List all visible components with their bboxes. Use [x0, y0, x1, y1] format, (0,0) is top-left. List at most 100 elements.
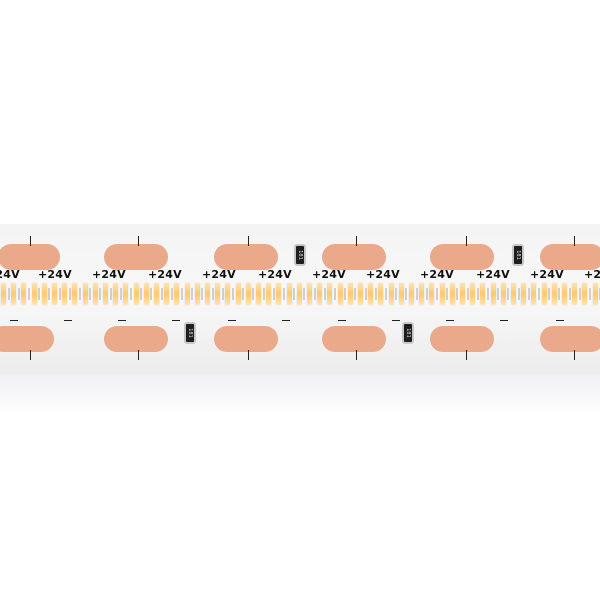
solder-pad-top	[430, 244, 494, 270]
led-separator	[109, 288, 112, 300]
led-chip	[163, 282, 171, 306]
led-separator	[456, 288, 459, 300]
resistor-marking: 181	[296, 250, 303, 260]
cut-mark	[574, 236, 575, 246]
led-separator	[497, 288, 500, 300]
led-chip	[183, 282, 191, 306]
smd-resistor: 181	[294, 244, 306, 266]
led-chip	[244, 282, 252, 306]
led-separator	[323, 288, 326, 300]
cut-mark	[248, 236, 249, 246]
led-separator	[48, 288, 51, 300]
minus-mark	[64, 320, 72, 321]
led-separator	[211, 288, 214, 300]
led-chip	[510, 282, 517, 306]
led-separator	[191, 288, 194, 300]
led-chip	[357, 282, 364, 306]
led-chip	[438, 282, 446, 306]
led-separator	[415, 288, 418, 300]
led-chip	[418, 282, 426, 306]
led-separator	[425, 288, 428, 300]
led-separator	[507, 288, 510, 300]
strip-shadow	[0, 374, 600, 414]
led-separator	[129, 288, 132, 300]
led-chip	[387, 282, 395, 306]
cut-mark	[138, 236, 139, 246]
led-separator	[38, 288, 41, 300]
led-chip	[204, 282, 211, 306]
led-separator	[89, 288, 92, 300]
led-separator	[303, 288, 306, 300]
led-chip	[132, 282, 140, 306]
led-chip	[142, 282, 150, 306]
led-chip	[499, 282, 507, 306]
led-chip	[255, 282, 262, 306]
led-separator	[446, 288, 449, 300]
led-chip	[326, 282, 334, 306]
cut-mark	[356, 236, 357, 246]
led-chip	[112, 282, 120, 306]
led-chip	[10, 282, 18, 306]
resistor-marking: 181	[186, 328, 193, 338]
led-chip	[459, 282, 466, 306]
minus-mark	[392, 320, 400, 321]
led-chip	[469, 282, 477, 306]
solder-pad-bottom	[104, 326, 168, 352]
led-separator	[293, 288, 296, 300]
led-chip	[61, 282, 69, 306]
solder-pad-top	[104, 244, 168, 270]
led-separator	[374, 288, 377, 300]
led-chip	[0, 282, 7, 306]
led-separator	[364, 288, 367, 300]
led-separator	[548, 288, 551, 300]
led-chip	[275, 282, 283, 306]
led-chip	[30, 282, 38, 306]
led-chip	[550, 282, 558, 306]
led-chip	[479, 282, 487, 306]
led-chip	[346, 282, 354, 306]
cut-mark	[466, 350, 467, 360]
led-separator	[201, 288, 204, 300]
led-separator	[150, 288, 153, 300]
led-separator	[395, 288, 398, 300]
led-chip	[336, 282, 344, 306]
led-chip	[448, 282, 456, 306]
led-separator	[27, 288, 30, 300]
led-separator	[568, 288, 571, 300]
led-chip	[428, 282, 436, 306]
led-separator	[160, 288, 163, 300]
led-separator	[282, 288, 285, 300]
led-separator	[476, 288, 479, 300]
led-chip	[306, 282, 313, 306]
minus-mark	[282, 320, 290, 321]
led-separator	[558, 288, 561, 300]
voltage-label: +24V	[38, 268, 72, 281]
cut-mark	[30, 236, 31, 246]
cut-mark	[356, 350, 357, 360]
solder-pad-bottom	[0, 326, 54, 352]
voltage-label: +24V	[0, 268, 20, 281]
led-separator	[99, 288, 102, 300]
led-chip	[316, 282, 324, 306]
led-separator	[7, 288, 10, 300]
led-separator	[78, 288, 81, 300]
led-chip	[408, 282, 415, 306]
resistor-marking: 181	[404, 328, 411, 338]
led-chip	[234, 282, 242, 306]
cut-mark	[138, 350, 139, 360]
led-separator	[313, 288, 316, 300]
cut-mark	[574, 350, 575, 360]
solder-pad-top	[322, 244, 386, 270]
minus-mark	[228, 320, 236, 321]
led-chip	[520, 282, 528, 306]
led-separator	[578, 288, 581, 300]
voltage-label: +24V	[584, 268, 600, 281]
led-separator	[242, 288, 245, 300]
led-separator	[262, 288, 265, 300]
led-separator	[537, 288, 540, 300]
led-chip	[285, 282, 293, 306]
solder-pad-top	[0, 244, 60, 270]
led-chip	[367, 282, 375, 306]
led-chip	[102, 282, 109, 306]
minus-mark	[338, 320, 346, 321]
